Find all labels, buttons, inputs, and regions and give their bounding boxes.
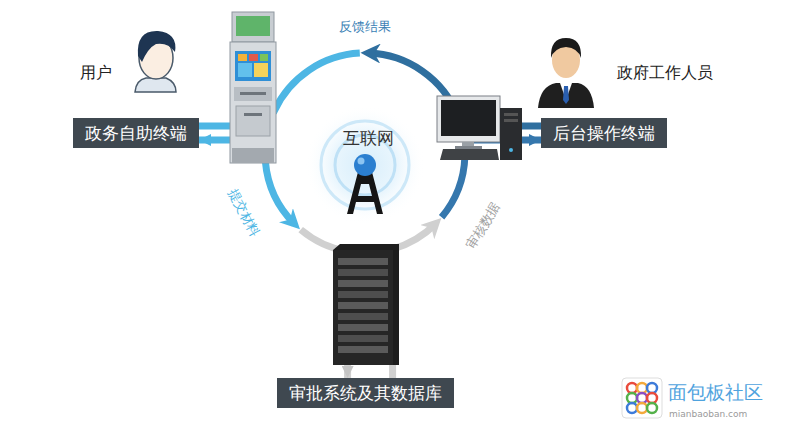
box-label: 审批系统及其数据库 [289, 378, 442, 408]
kiosk-illustration [230, 12, 276, 163]
edge-label: 反馈结果 [337, 19, 393, 35]
edge-label: 审核数据 [462, 198, 505, 254]
text-label: 用户 [80, 63, 112, 82]
watermark-logo [622, 378, 662, 418]
text-label: 面包板社区 [668, 381, 763, 404]
server-illustration [333, 244, 399, 365]
text-label: mianbaoban.com [669, 409, 747, 420]
internet-icon [305, 105, 425, 225]
computer-illustration [437, 96, 522, 160]
box-label: 政务自助终端 [85, 118, 187, 148]
box-label: 后台操作终端 [553, 118, 655, 148]
label-box: 政务自助终端 [73, 118, 199, 148]
user-icon [135, 31, 176, 92]
label-box: 审批系统及其数据库 [277, 378, 454, 408]
text-label: 政府工作人员 [617, 63, 713, 82]
edge-label: 提交材料 [224, 184, 264, 241]
label-box: 后台操作终端 [541, 118, 667, 148]
worker-icon [538, 38, 594, 108]
text-label: 互联网 [343, 128, 394, 148]
connector-segment [393, 224, 436, 378]
